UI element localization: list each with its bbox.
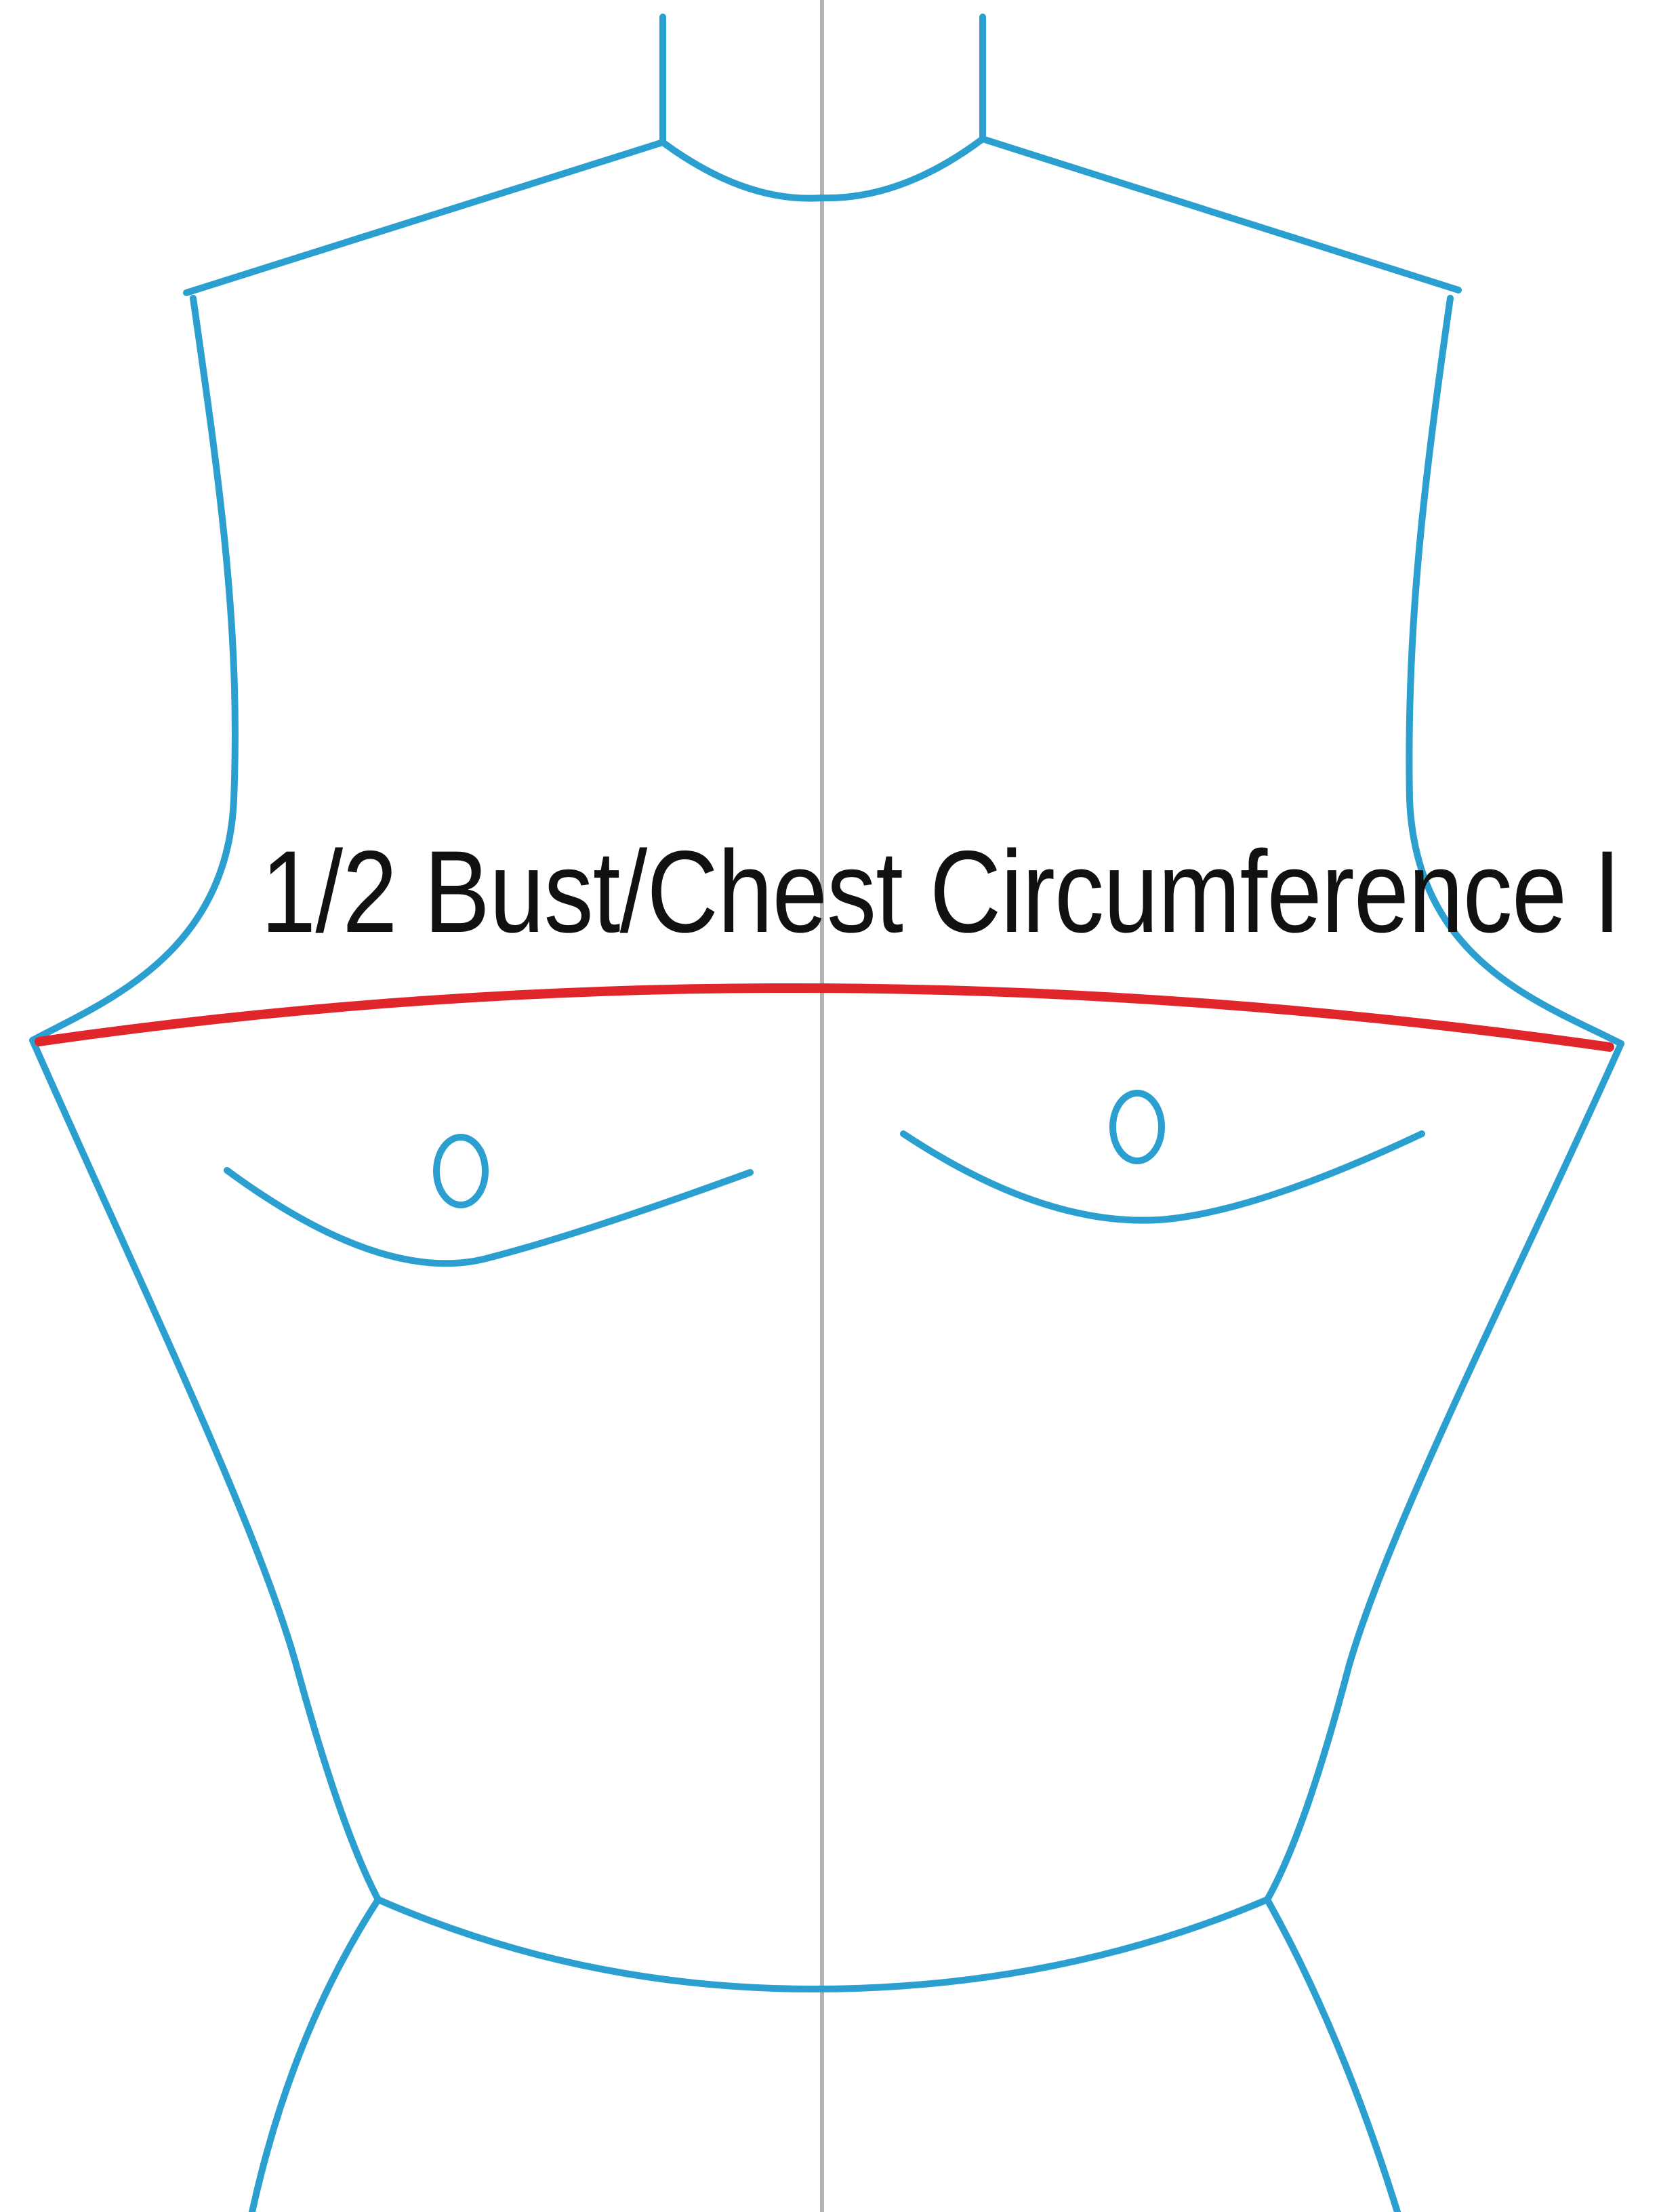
right-hip-curve: [1264, 1896, 1401, 2212]
right-side-seam: [1264, 1040, 1624, 1903]
bust-measurement-line: [35, 983, 1614, 1052]
neckline-curve: [659, 136, 986, 202]
left-armhole-curve: [29, 295, 239, 1044]
right-bust-point-icon: [1109, 1090, 1165, 1164]
right-bust-curve: [900, 1130, 1425, 1224]
left-hip-curve: [249, 1896, 382, 2212]
left-bust-curve: [224, 1167, 754, 1267]
waistline-curve: [375, 1896, 1271, 1992]
right-armhole-curve: [1406, 295, 1624, 1047]
left-bust-point-icon: [433, 1134, 489, 1208]
left-shoulder-line: [183, 139, 666, 296]
left-side-seam: [29, 1037, 382, 1903]
right-shoulder-line: [979, 136, 1462, 293]
measurement-label: 1/2 Bust/Chest Circumference I: [261, 827, 1621, 957]
